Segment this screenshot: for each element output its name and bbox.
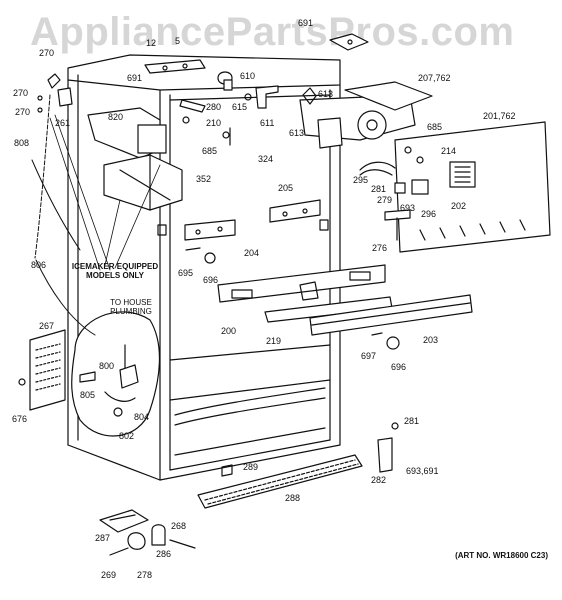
evaporator-fan — [299, 81, 433, 149]
top-hardware — [37, 33, 369, 146]
callout-296: 296 — [421, 209, 437, 219]
callout-802: 802 — [119, 431, 135, 441]
callout-289: 289 — [243, 462, 259, 472]
base-grille — [197, 422, 399, 509]
callout-261: 261 — [55, 118, 71, 128]
callout-278: 278 — [137, 570, 153, 580]
callout-806: 806 — [31, 260, 47, 270]
callout-800: 800 — [99, 361, 115, 371]
callout-201-762: 201,762 — [483, 111, 516, 121]
icemaker-note-line2: MODELS ONLY — [86, 271, 144, 280]
callout-676: 676 — [12, 414, 28, 424]
callout-5: 5 — [175, 36, 181, 46]
callout-268: 268 — [171, 521, 187, 531]
callout-204: 204 — [244, 248, 260, 258]
callout-269: 269 — [101, 570, 117, 580]
icemaker-note: ICEMAKER EQUIPPED MODELS ONLY — [60, 262, 170, 280]
callout-820: 820 — [108, 112, 124, 122]
callout-611: 611 — [260, 118, 275, 128]
watermark-text: AppliancePartsPros.com — [30, 10, 515, 54]
callout-693-691: 693,691 — [406, 466, 439, 476]
callout-691-top: 691 — [298, 18, 314, 28]
callout-267: 267 — [39, 321, 55, 331]
callout-613a: 613 — [318, 89, 334, 99]
callout-695: 695 — [178, 268, 194, 278]
callout-615: 615 — [232, 102, 248, 112]
callout-610: 610 — [240, 71, 256, 81]
rear-cover — [18, 329, 66, 411]
callout-282: 282 — [371, 475, 387, 485]
callout-288: 288 — [285, 493, 301, 503]
callout-280: 280 — [206, 102, 222, 112]
plumbing-note-line2: PLUMBING — [110, 307, 152, 316]
callout-219: 219 — [266, 336, 282, 346]
plumbing-note-line1: TO HOUSE — [110, 298, 152, 307]
callout-12: 12 — [146, 38, 157, 48]
callout-685a: 685 — [202, 146, 218, 156]
icemaker-assembly — [87, 107, 183, 211]
callout-270a: 270 — [39, 48, 55, 58]
cabinet-case — [67, 54, 341, 481]
callout-214: 214 — [441, 146, 457, 156]
callout-270c: 270 — [15, 107, 31, 117]
water-tubing — [31, 94, 96, 336]
callout-295: 295 — [353, 175, 369, 185]
callout-696b: 696 — [391, 362, 407, 372]
callout-613b: 613 — [289, 128, 305, 138]
control-panel — [359, 121, 551, 253]
water-valve-inset — [71, 311, 160, 437]
callout-202: 202 — [451, 201, 467, 211]
leader-lines — [49, 114, 161, 271]
icemaker-note-line1: ICEMAKER EQUIPPED — [71, 262, 159, 271]
callout-685b: 685 — [427, 122, 443, 132]
callout-279: 279 — [377, 195, 393, 205]
art-number: (ART NO. WR18600 C23) — [455, 551, 548, 560]
callout-276: 276 — [372, 243, 388, 253]
callout-805: 805 — [80, 390, 96, 400]
callout-691-mid: 691 — [127, 73, 143, 83]
callout-207-762: 207,762 — [418, 73, 451, 83]
callout-286: 286 — [156, 549, 172, 559]
callout-281b: 281 — [404, 416, 420, 426]
callout-200: 200 — [221, 326, 237, 336]
callout-804: 804 — [134, 412, 150, 422]
callout-270b: 270 — [13, 88, 29, 98]
callout-203: 203 — [423, 335, 439, 345]
callout-693: 693 — [400, 203, 416, 213]
mullion-bars — [217, 264, 473, 350]
callout-287: 287 — [95, 533, 111, 543]
callout-281a: 281 — [371, 184, 387, 194]
leveling-hardware — [99, 509, 196, 556]
callout-696a: 696 — [203, 275, 219, 285]
callout-324: 324 — [258, 154, 274, 164]
interior-brackets — [184, 199, 321, 264]
callout-352: 352 — [196, 174, 212, 184]
callout-697: 697 — [361, 351, 377, 361]
plumbing-note: TO HOUSE PLUMBING — [100, 298, 162, 316]
callout-808: 808 — [14, 138, 30, 148]
callout-210: 210 — [206, 118, 222, 128]
callout-205: 205 — [278, 183, 294, 193]
